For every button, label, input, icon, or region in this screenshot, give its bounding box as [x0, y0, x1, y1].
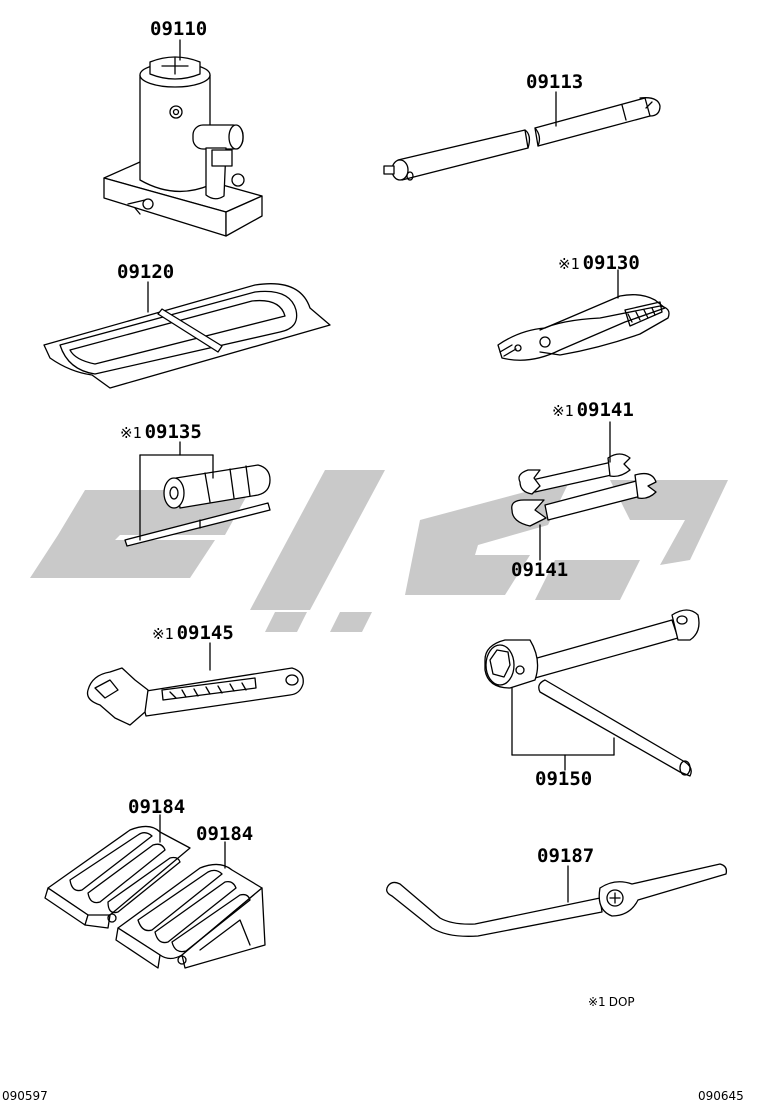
leader-09150 — [511, 687, 615, 771]
footer-left-code: 090597 — [2, 1089, 48, 1103]
screwdriver-drawing — [124, 464, 271, 547]
part-number-09120: 09120 — [117, 261, 175, 283]
dop-note-mark: ※1 — [558, 255, 580, 273]
footer-right-code: 090645 — [698, 1089, 744, 1103]
legend-mark: ※1 — [588, 995, 606, 1009]
part-number-09135: 09135 — [144, 421, 202, 443]
leader-09135 — [139, 441, 214, 541]
legend-text: DOP — [608, 995, 635, 1009]
jack-handle-drawing — [383, 97, 661, 181]
part-number-09130: 09130 — [582, 252, 640, 274]
part-number-09110: 09110 — [150, 18, 208, 40]
pliers-drawing — [497, 294, 670, 361]
adjustable-wrench-drawing — [86, 667, 304, 726]
part-number-09141-upper: 09141 — [576, 399, 634, 421]
wheel-chock-right-drawing — [115, 863, 266, 969]
part-number-09184-right: 09184 — [196, 823, 254, 845]
double-wrench-upper-drawing — [518, 453, 631, 495]
part-number-09184-left: 09184 — [128, 796, 186, 818]
tool-linework — [43, 39, 728, 969]
dop-note-mark: ※1 — [152, 625, 174, 643]
double-wrench-lower-drawing — [511, 472, 657, 527]
bottle-jack-drawing — [103, 56, 263, 237]
part-number-09187: 09187 — [537, 845, 595, 867]
part-number-09113: 09113 — [526, 71, 584, 93]
jack-bar-drawing — [386, 863, 728, 937]
tool-bag-drawing — [43, 283, 331, 389]
dop-note-mark: ※1 — [120, 424, 142, 442]
wheel-chock-left-drawing — [44, 825, 191, 929]
dop-note-mark: ※1 — [552, 402, 574, 420]
part-number-09150: 09150 — [535, 768, 593, 790]
part-number-09141-lower: 09141 — [511, 559, 569, 581]
socket-wrench-drawing — [484, 609, 700, 777]
part-number-09145: 09145 — [176, 622, 234, 644]
